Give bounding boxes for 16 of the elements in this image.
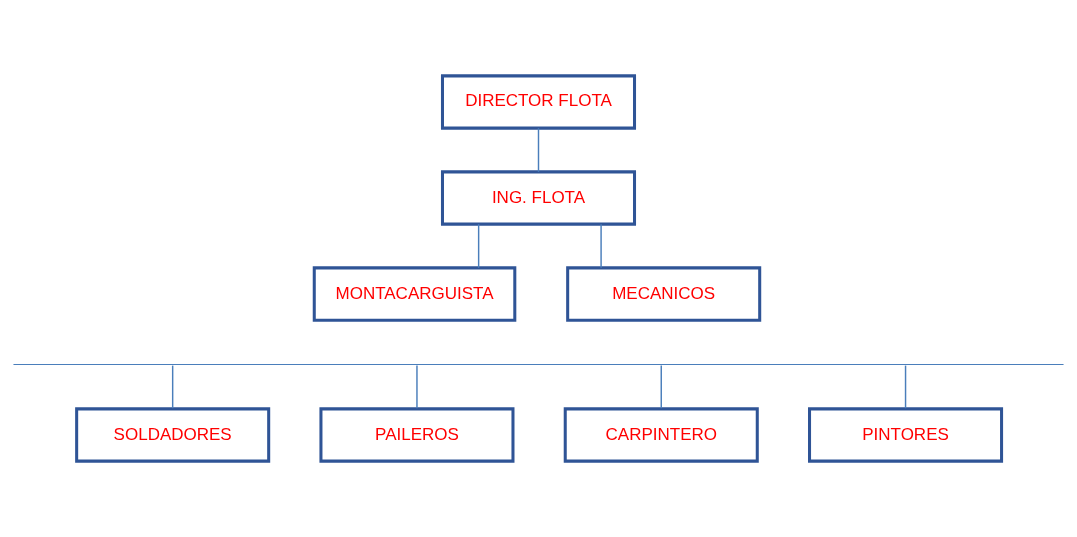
connector	[600, 223, 602, 269]
connector	[171, 364, 174, 409]
node-box: PAILEROS	[319, 407, 515, 463]
connector	[477, 223, 480, 269]
node-box: DIRECTOR FLOTA	[440, 74, 637, 130]
connector	[416, 364, 418, 409]
node-box: MONTACARGUISTA	[312, 266, 517, 322]
connector	[660, 364, 662, 409]
node-box: PINTORES	[808, 407, 1004, 463]
connector	[904, 364, 907, 409]
node-box: ING. FLOTA	[440, 170, 637, 226]
node-bar	[13, 363, 1064, 366]
node-box: MECANICOS	[566, 266, 762, 322]
node-box: CARPINTERO	[563, 407, 759, 463]
node-box: SOLDADORES	[75, 407, 271, 463]
connector	[537, 127, 540, 173]
